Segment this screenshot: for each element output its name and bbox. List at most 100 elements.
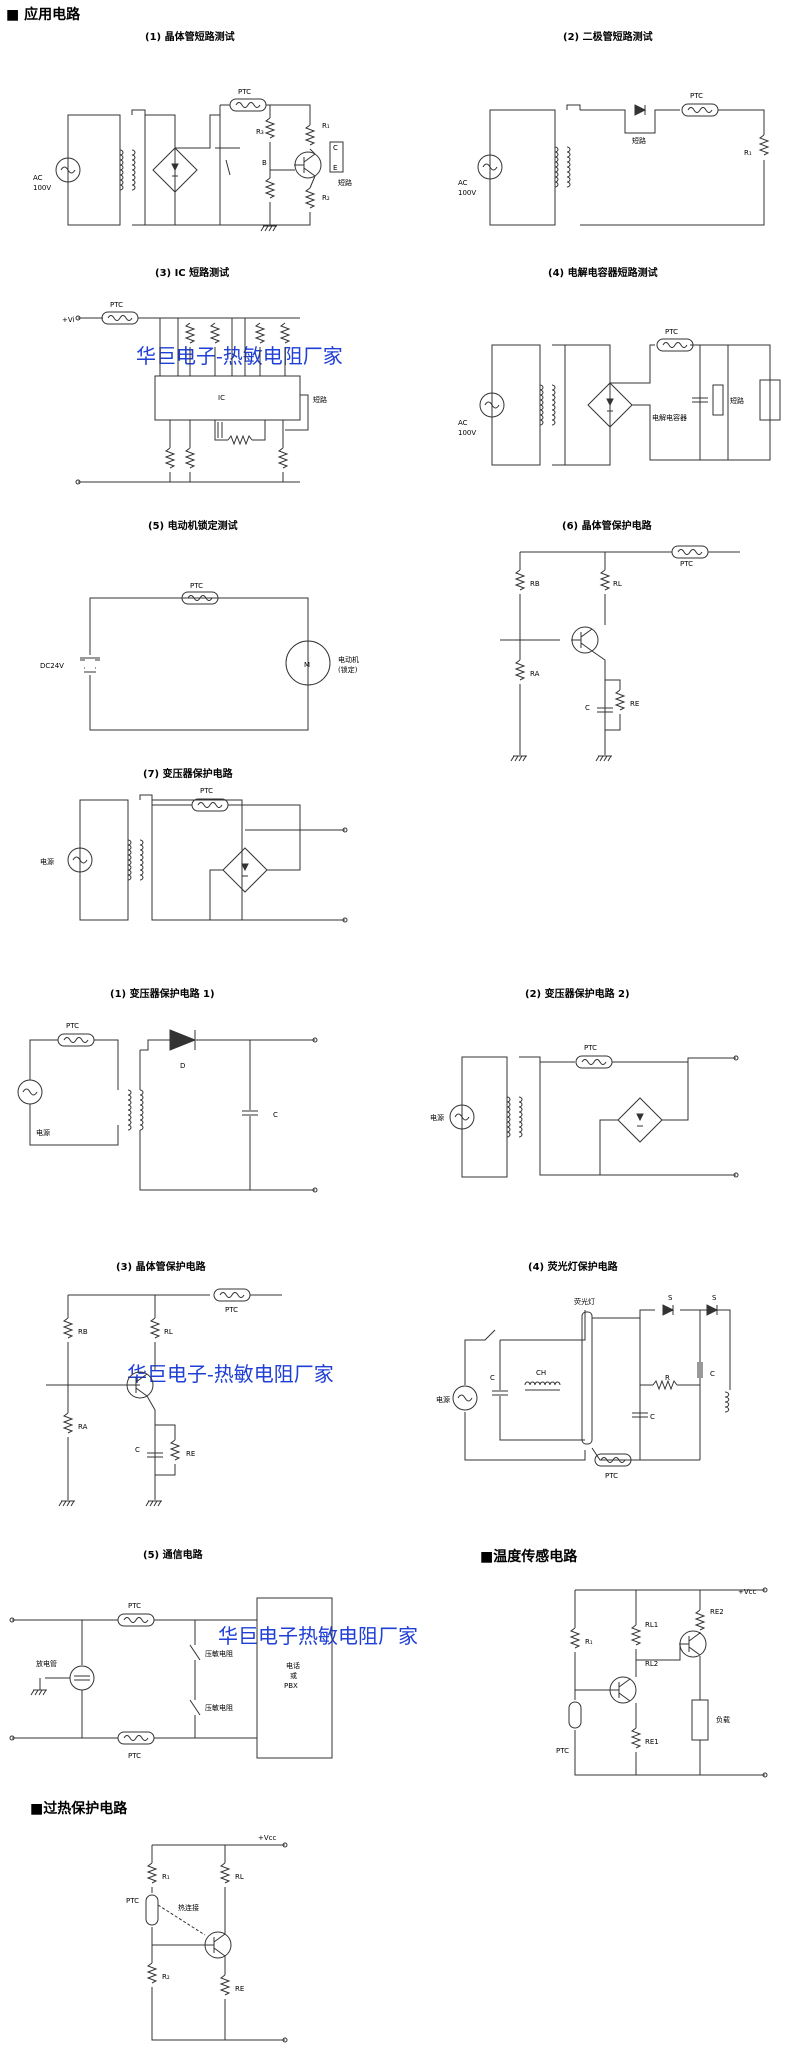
label-d4-ptc: PTC	[605, 1472, 618, 1480]
label-100v: 100V	[33, 184, 51, 192]
diagram-communication-circuit: 压敏电阻 压敏电阻 放电管 电话 或 PBX PTC PTC	[9, 1597, 333, 1760]
label-c: C	[333, 144, 338, 152]
caption-ic-short-test: (3) IC 短路测试	[155, 268, 230, 279]
label-arrester: 放电管	[36, 1659, 57, 1668]
label-d3-c: C	[135, 1446, 140, 1454]
diagram-overheat-protection: +Vcc R₁ R₂ RL RE 热连接 PTC	[126, 1834, 288, 2043]
label-diode-short: 短路	[632, 136, 646, 145]
caption-communication-circuit: (5) 通信电路	[143, 1550, 203, 1561]
caption-fluorescent-protection: (4) 荧光灯保护电路	[528, 1262, 618, 1273]
section-header-overheat-protection: ■过热保护电路	[30, 1801, 128, 1817]
label-motor-ptc: PTC	[190, 582, 203, 590]
label-d4-c2: C	[650, 1413, 655, 1421]
diagram-fluorescent-protection: 电源 C CH 荧光灯 S S R C C PTC	[436, 1294, 731, 1480]
label-oh-rl: RL	[235, 1873, 244, 1881]
diagram-transistor-protection: RB RL RA RE C PTC	[500, 545, 740, 762]
label-e: E	[333, 164, 337, 172]
caption-diode-short-test: (2) 二极管短路测试	[563, 32, 653, 43]
label-oh-ptc: PTC	[126, 1897, 139, 1905]
label-d3-rl: RL	[164, 1328, 173, 1336]
label-oh-r1: R₁	[162, 1873, 170, 1881]
caption-capacitor-short-test: (4) 电解电容器短路测试	[548, 268, 658, 279]
label-surge-1: 压敏电阻	[205, 1649, 233, 1658]
label-d1-c: C	[273, 1111, 278, 1119]
label-diode-r1: R₁	[744, 149, 752, 157]
label-ts-vcc: +Vcc	[738, 1588, 757, 1596]
label-r2: R₂	[322, 194, 330, 202]
label-ts-load: 负载	[716, 1715, 730, 1724]
label-cap-short: 短路	[730, 396, 744, 405]
label-r3: R₃	[256, 128, 264, 136]
label-t7-power: 电源	[40, 857, 54, 866]
label-dc24: DC24V	[40, 662, 64, 670]
label-surge-2: 压敏电阻	[205, 1703, 233, 1712]
label-d1-ptc: PTC	[66, 1022, 79, 1030]
label-ts-ptc: PTC	[556, 1747, 569, 1755]
watermark-1: 华巨电子-热敏电阻厂家	[136, 344, 343, 368]
label-d4-s2: S	[712, 1294, 717, 1302]
label-cap-ac: AC	[458, 419, 468, 427]
label-ic: IC	[218, 394, 225, 402]
label-d3-ptc: PTC	[225, 1306, 238, 1314]
label-oh-r2: R₂	[162, 1973, 170, 1981]
label-b: B	[262, 159, 267, 167]
watermark-3: 华巨电子热敏电阻厂家	[218, 1624, 418, 1648]
label-or: 或	[290, 1671, 297, 1680]
diagram-transformer-protection-2: PTC 电源	[430, 1044, 739, 1178]
label-phone: 电话	[286, 1661, 300, 1670]
diagram-capacitor-short-test: PTC 电解电容器 短路 AC 100V	[458, 328, 781, 466]
label-ptc: PTC	[238, 88, 251, 96]
label-d2-ptc: PTC	[584, 1044, 597, 1052]
label-rl: RL	[613, 580, 622, 588]
diagram-motor-lock-test: PTC DC24V M 电动机 (锁定)	[40, 582, 359, 731]
watermark-2: 华巨电子-热敏电阻厂家	[127, 1362, 334, 1386]
label-d4-c: C	[490, 1374, 495, 1382]
label-d1-power: 电源	[36, 1128, 50, 1137]
label-d3-ra: RA	[78, 1423, 88, 1431]
diagram-temperature-sensing: +Vcc R₁ RL1 RL2 RE1 RE2 负载 PTC	[556, 1587, 768, 1778]
label-ac: AC	[33, 174, 43, 182]
label-short: 短路	[338, 178, 352, 187]
label-ts-rl2: RL2	[645, 1660, 658, 1668]
label-t7-ptc: PTC	[200, 787, 213, 795]
label-d4-c3: C	[710, 1370, 715, 1378]
label-d4-lamp: 荧光灯	[574, 1297, 595, 1306]
label-d1-d: D	[180, 1062, 185, 1070]
label-diode-100v: 100V	[458, 189, 476, 197]
label-d4-r: R	[665, 1374, 670, 1382]
diagram-transformer-protection: PTC 电源	[40, 787, 348, 923]
label-diode-ac: AC	[458, 179, 468, 187]
label-d5-ptc-2: PTC	[128, 1752, 141, 1760]
label-d4-power: 电源	[436, 1395, 450, 1404]
caption-motor-lock-test: (5) 电动机锁定测试	[148, 521, 238, 532]
label-d4-s1: S	[668, 1294, 673, 1302]
section-header-applications: ■ 应用电路	[6, 7, 81, 23]
diagram-diode-short-test: 短路 PTC R₁ AC 100V	[458, 92, 769, 226]
label-oh-thermal: 热连接	[178, 1903, 199, 1912]
label-d3-re: RE	[186, 1450, 195, 1458]
caption-transformer-protection-2: (2) 变压器保护电路 2)	[525, 989, 630, 1000]
caption-transformer-protection: (7) 变压器保护电路	[143, 769, 233, 780]
label-t6-ptc: PTC	[680, 560, 693, 568]
label-ic-ptc: PTC	[110, 301, 123, 309]
diagram-ic-short-test: IC 短路 PTC +Vi	[62, 301, 327, 485]
label-d4-ch: CH	[536, 1369, 546, 1377]
caption-transistor-protection-3: (3) 晶体管保护电路	[116, 1262, 206, 1273]
label-ts-r1: R₁	[585, 1638, 593, 1646]
label-cap-ptc: PTC	[665, 328, 678, 336]
label-re: RE	[630, 700, 639, 708]
label-oh-re: RE	[235, 1985, 244, 1993]
label-rb: RB	[530, 580, 540, 588]
label-ic-short: 短路	[313, 395, 327, 404]
label-ts-rl1: RL1	[645, 1621, 658, 1629]
label-pbx: PBX	[284, 1682, 298, 1690]
diagram-transistor-short-test: R₁ R₂ R₃ B C E 短路 PTC AC 100V	[33, 88, 352, 232]
label-motor: 电动机	[338, 655, 359, 664]
label-ts-re2: RE2	[710, 1608, 724, 1616]
label-r1: R₁	[322, 122, 330, 130]
caption-transistor-protection: (6) 晶体管保护电路	[562, 521, 652, 532]
label-vi: +Vi	[62, 316, 75, 324]
label-ra: RA	[530, 670, 540, 678]
caption-transformer-protection-1: (1) 变压器保护电路 1)	[110, 989, 215, 1000]
